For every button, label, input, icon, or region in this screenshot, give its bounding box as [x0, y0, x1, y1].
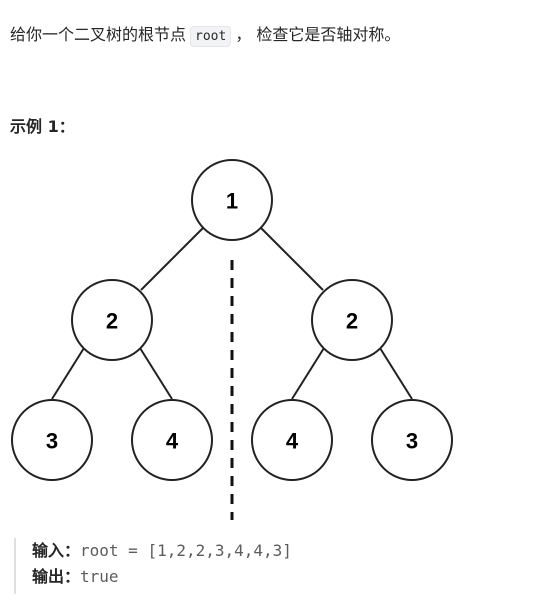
input-value: root = [1,2,2,3,4,4,3]: [80, 541, 292, 560]
example-io-block: 输入：root = [1,2,2,3,4,4,3] 输出：true: [14, 538, 292, 594]
tree-node-label-n2: 2: [106, 309, 118, 334]
tree-node-circle-n4: [11, 399, 93, 481]
output-value: true: [80, 567, 119, 586]
inline-code-root: root: [190, 26, 232, 47]
description-text-after: ， 检查它是否轴对称。: [235, 25, 401, 44]
tree-node-circle-n5: [131, 399, 213, 481]
tree-node-label-n4: 3: [46, 429, 58, 454]
tree-node-circle-n2: [71, 279, 153, 361]
example-input-line: 输入：root = [1,2,2,3,4,4,3]: [32, 538, 292, 564]
tree-node-label-n3: 2: [346, 309, 358, 334]
tree-node-label-n1: 1: [226, 189, 238, 214]
tree-node-label-n7: 3: [406, 429, 418, 454]
tree-edges: [51, 227, 413, 400]
tree-node-label-n5: 4: [166, 429, 179, 454]
edge-n2-n4: [51, 347, 85, 400]
binary-tree-diagram: 1 2 2 3 4 4 3: [0, 150, 548, 530]
tree-labels: 1 2 2 3 4 4 3: [46, 189, 418, 454]
tree-nodes: [11, 159, 453, 481]
description-text-before: 给你一个二叉树的根节点: [10, 25, 187, 44]
tree-node-circle-n7: [371, 399, 453, 481]
edge-n2-n5: [139, 347, 173, 400]
input-label: 输入：: [32, 541, 81, 560]
edge-n3-n7: [379, 347, 413, 400]
tree-node-circle-n1: [191, 159, 273, 241]
edge-n3-n6: [291, 347, 325, 400]
tree-svg: 1 2 2 3 4 4 3: [11, 159, 453, 520]
tree-node-circle-n6: [251, 399, 333, 481]
output-label: 输出：: [32, 567, 81, 586]
edge-n1-n2: [140, 227, 204, 291]
tree-node-circle-n3: [311, 279, 393, 361]
edge-n1-n3: [260, 227, 324, 291]
tree-node-label-n6: 4: [286, 429, 299, 454]
example-title: 示例 1：: [10, 117, 75, 136]
example-output-line: 输出：true: [32, 564, 292, 590]
